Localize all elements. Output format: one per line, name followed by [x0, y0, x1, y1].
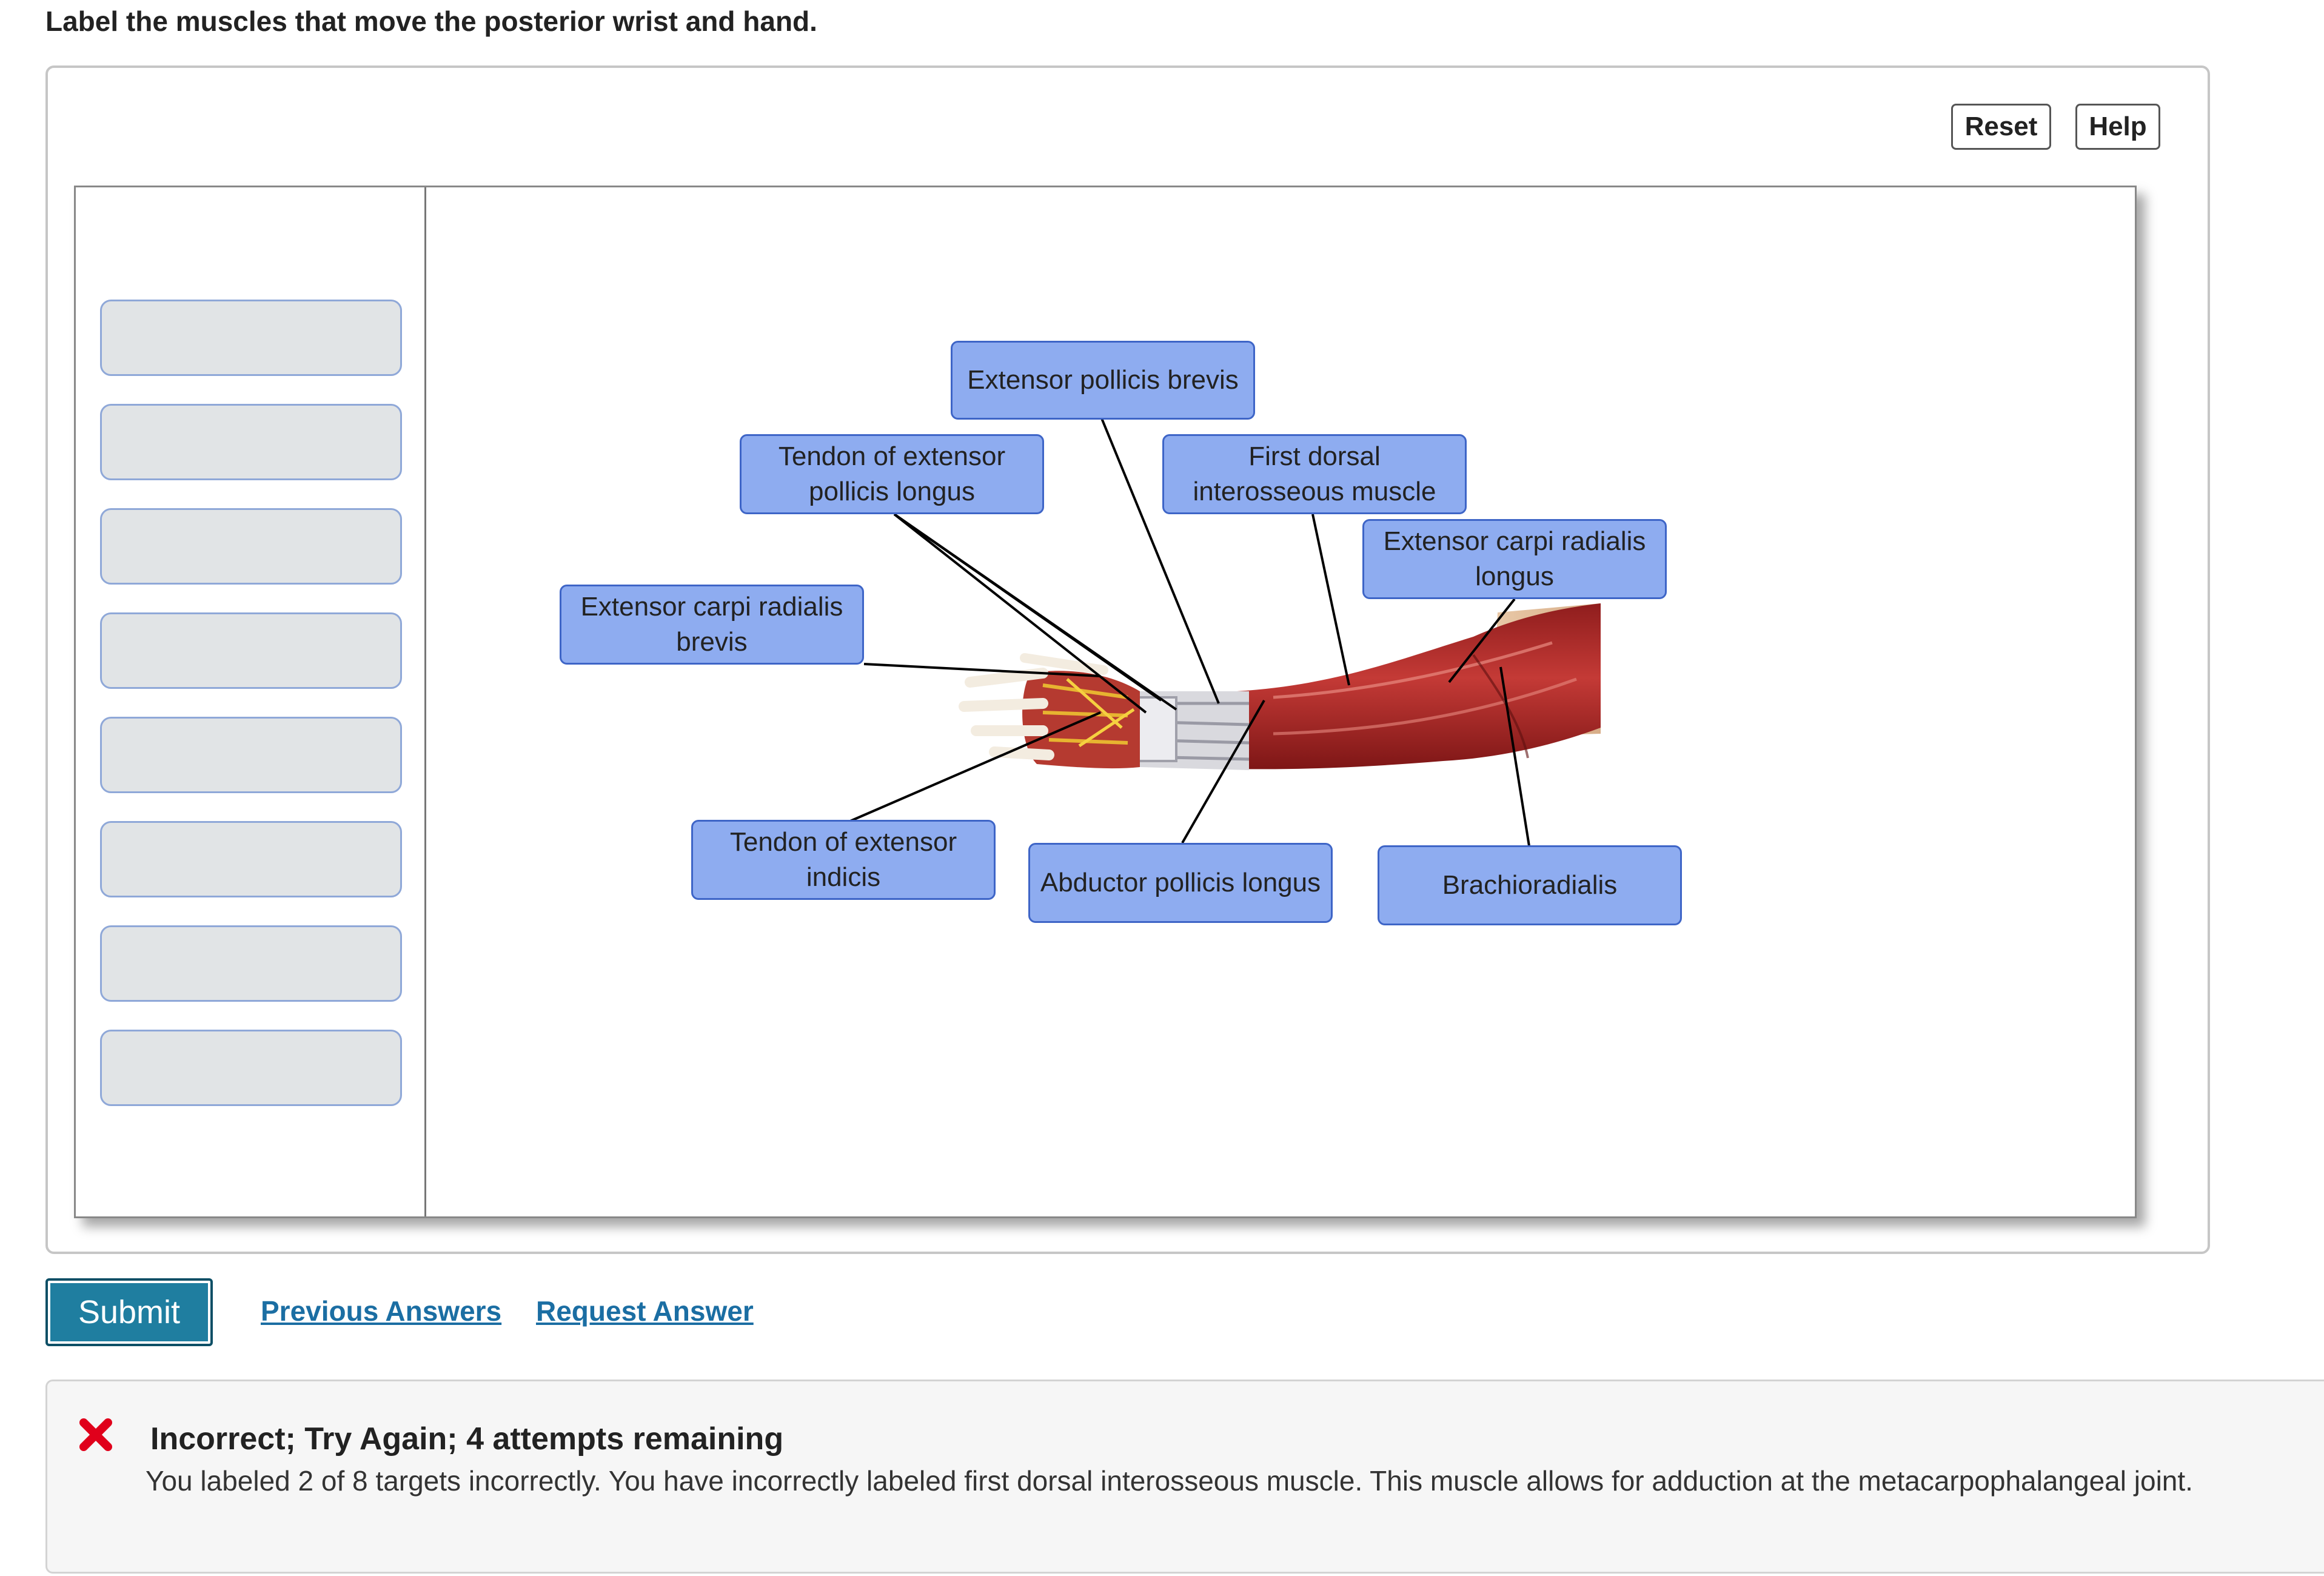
- label-brachioradialis[interactable]: Brachioradialis: [1378, 845, 1682, 925]
- empty-label-slot[interactable]: [100, 508, 402, 585]
- label-extensor-pollicis-brevis[interactable]: Extensor pollicis brevis: [951, 341, 1255, 420]
- empty-label-slot[interactable]: [100, 404, 402, 480]
- feedback-message: You labeled 2 of 8 targets incorrectly. …: [146, 1465, 2193, 1497]
- submit-button[interactable]: Submit: [45, 1278, 213, 1346]
- label-tray: [76, 187, 426, 1216]
- empty-label-slot[interactable]: [100, 925, 402, 1002]
- question-prompt: Label the muscles that move the posterio…: [45, 5, 817, 37]
- empty-label-slot[interactable]: [100, 821, 402, 897]
- label-first-dorsal-interosseous[interactable]: First dorsal interosseous muscle: [1162, 434, 1467, 514]
- request-answer-link[interactable]: Request Answer: [536, 1295, 754, 1327]
- label-extensor-carpi-radialis-brevis[interactable]: Extensor carpi radialis brevis: [560, 585, 864, 665]
- label-extensor-carpi-radialis-longus[interactable]: Extensor carpi radialis longus: [1362, 519, 1667, 599]
- empty-label-slot[interactable]: [100, 300, 402, 376]
- empty-label-slot[interactable]: [100, 717, 402, 793]
- help-button[interactable]: Help: [2075, 104, 2160, 150]
- label-abductor-pollicis-longus[interactable]: Abductor pollicis longus: [1028, 843, 1333, 923]
- empty-label-slot[interactable]: [100, 612, 402, 689]
- x-icon: [79, 1418, 112, 1451]
- feedback-panel: [45, 1380, 2324, 1574]
- previous-answers-link[interactable]: Previous Answers: [261, 1295, 502, 1327]
- label-tendon-extensor-pollicis-longus[interactable]: Tendon of extensor pollicis longus: [740, 434, 1044, 514]
- empty-label-slot[interactable]: [100, 1030, 402, 1106]
- reset-button[interactable]: Reset: [1951, 104, 2051, 150]
- label-tendon-extensor-indicis[interactable]: Tendon of extensor indicis: [691, 820, 996, 900]
- feedback-title: Incorrect; Try Again; 4 attempts remaini…: [150, 1421, 784, 1457]
